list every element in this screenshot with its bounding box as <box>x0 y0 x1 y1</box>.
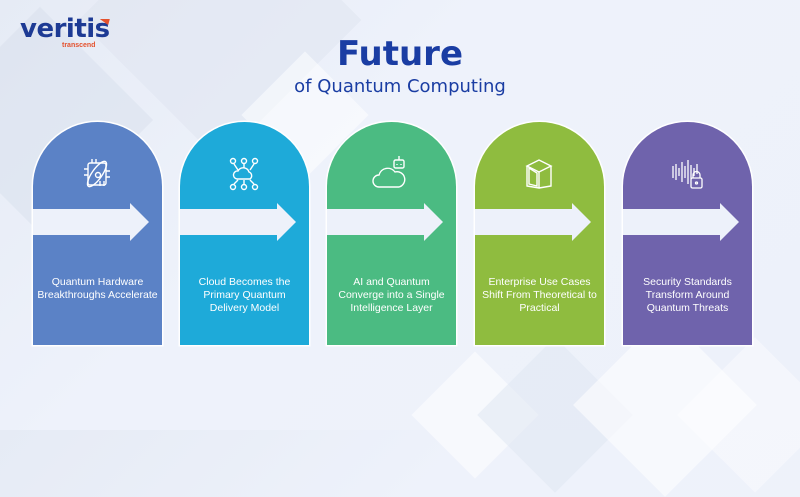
arrow-right-icon <box>623 203 739 241</box>
card-label: AI and Quantum Converge into a Single In… <box>338 276 445 314</box>
arrow-right-icon <box>180 203 296 241</box>
brand-tagline: transcend <box>62 42 96 49</box>
arrow-right-icon <box>33 203 149 241</box>
quantum-chip-icon <box>84 159 110 188</box>
card-ai-quantum: AI and Quantum Converge into a Single In… <box>327 122 456 345</box>
card-label: Quantum Hardware Breakthroughs Accelerat… <box>37 276 158 301</box>
card-cloud-delivery: Cloud Becomes the Primary Quantum Delive… <box>180 122 309 345</box>
cloud-robot-icon <box>372 156 406 188</box>
cube-icon <box>525 159 553 189</box>
soundwave-lock-icon <box>672 160 703 189</box>
card-security-standards: Security Standards Transform Around Quan… <box>623 122 752 345</box>
card-label: Cloud Becomes the Primary Quantum Delive… <box>198 276 291 314</box>
page-title: Future <box>336 34 464 74</box>
page-subtitle: of Quantum Computing <box>294 76 506 97</box>
card-label: Security Standards Transform Around Quan… <box>643 276 732 314</box>
card-enterprise-use-cases: Enterprise Use Cases Shift From Theoreti… <box>475 122 604 345</box>
card-label: Enterprise Use Cases Shift From Theoreti… <box>482 276 597 314</box>
arrow-right-icon <box>327 203 443 241</box>
cloud-network-icon <box>229 157 259 191</box>
brand-logo: veritis transcend <box>20 14 110 49</box>
arrow-right-icon <box>475 203 591 241</box>
brand-name: veritis <box>20 14 110 44</box>
card-quantum-hardware: Quantum Hardware Breakthroughs Accelerat… <box>33 122 162 345</box>
brand-mark-icon <box>98 19 110 25</box>
